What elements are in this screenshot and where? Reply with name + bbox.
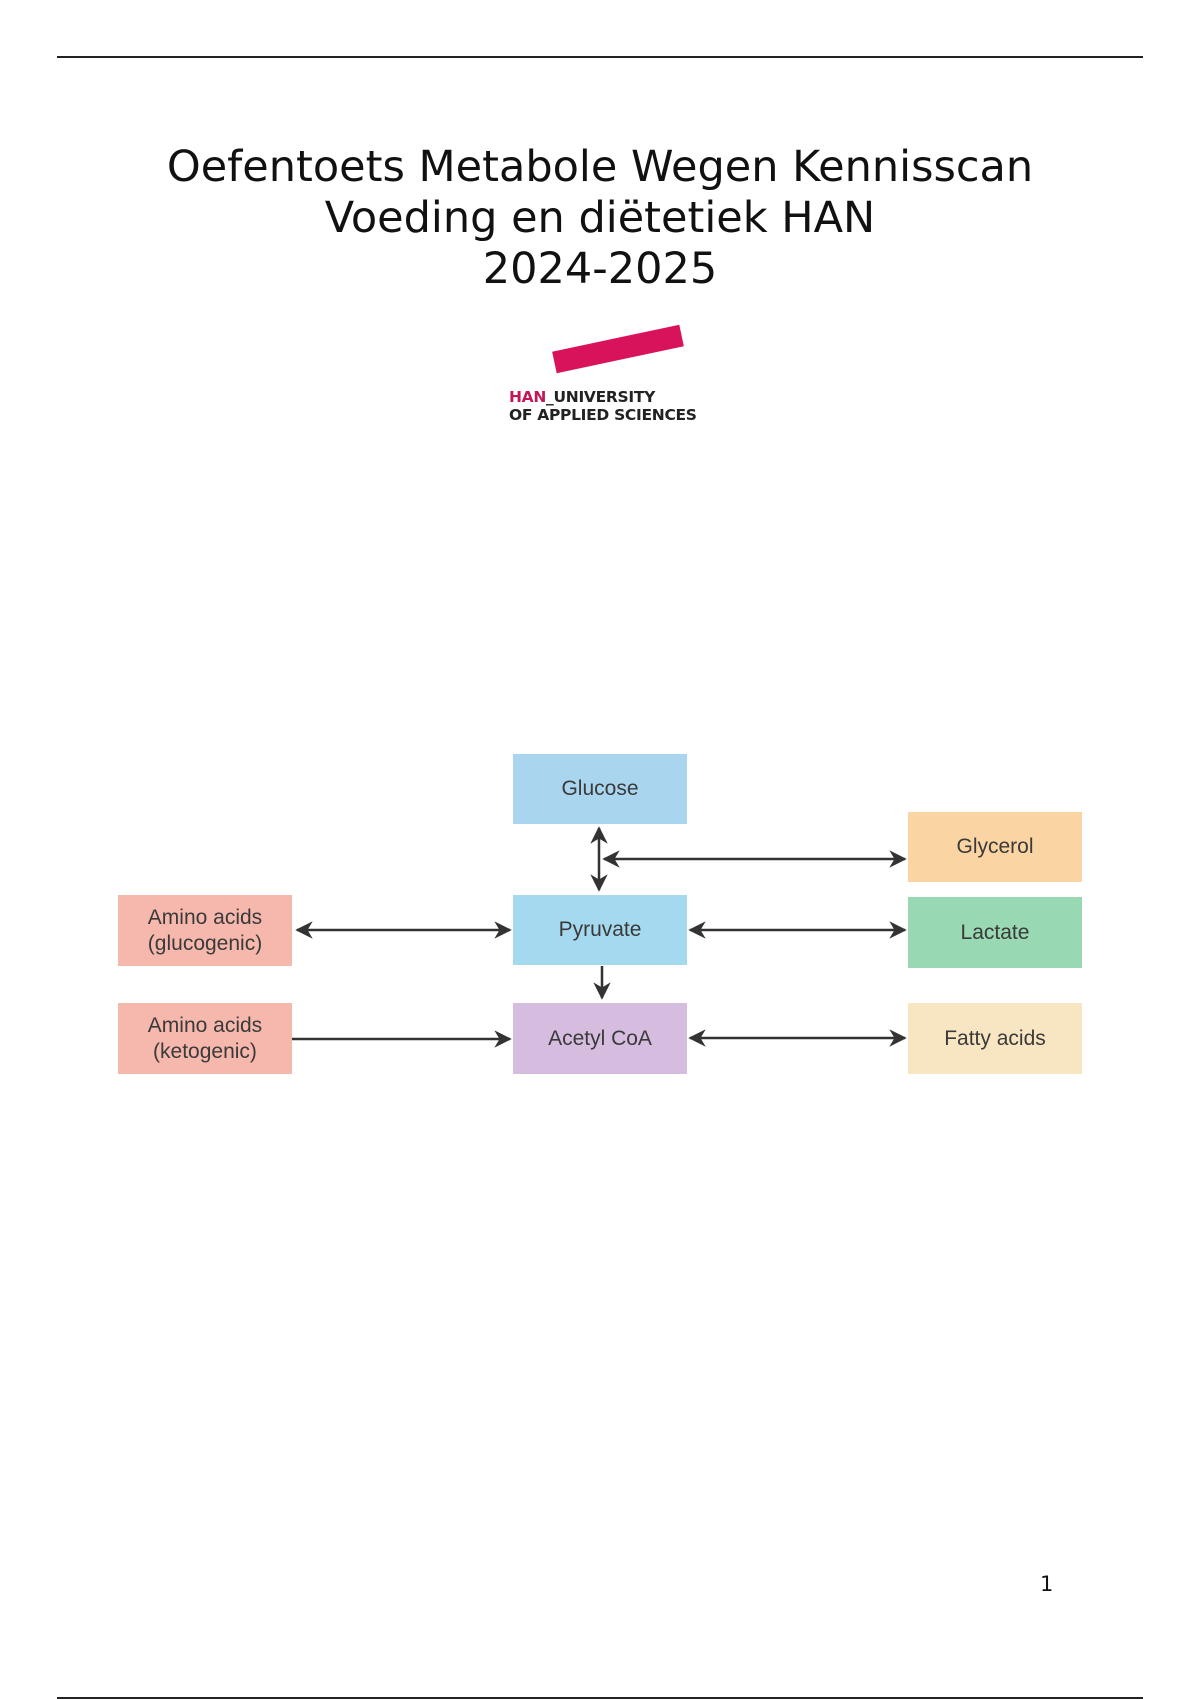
title-line-1: Oefentoets Metabole Wegen Kennisscan [166, 142, 1034, 192]
page-number: 1 [1040, 1572, 1054, 1596]
node-acetyl-coa: Acetyl CoA [513, 1003, 687, 1074]
logo-university-text: _UNIVERSITY [546, 388, 656, 406]
node-fatty-acids: Fatty acids [908, 1003, 1082, 1074]
document-title: Oefentoets Metabole Wegen Kennisscan Voe… [0, 142, 1200, 295]
node-pyruvate: Pyruvate [513, 895, 687, 965]
node-glucose: Glucose [513, 754, 687, 824]
node-glycerol: Glycerol [908, 812, 1082, 882]
node-amino-acids-glucogenic: Amino acids (glucogenic) [118, 895, 292, 966]
footer-rule [57, 1697, 1143, 1699]
logo-line-2: OF APPLIED SCIENCES [509, 406, 697, 424]
logo-han-text: HAN [509, 388, 547, 406]
logo-line-1: HAN_UNIVERSITY [509, 388, 655, 406]
node-amino-acids-ketogenic: Amino acids (ketogenic) [118, 1003, 292, 1074]
node-lactate: Lactate [908, 897, 1082, 968]
header-rule [57, 56, 1143, 58]
han-university-logo: HAN_UNIVERSITY OF APPLIED SCIENCES [477, 302, 722, 445]
title-line-2: Voeding en diëtetiek HAN [324, 193, 876, 243]
title-line-3: 2024-2025 [482, 244, 718, 294]
